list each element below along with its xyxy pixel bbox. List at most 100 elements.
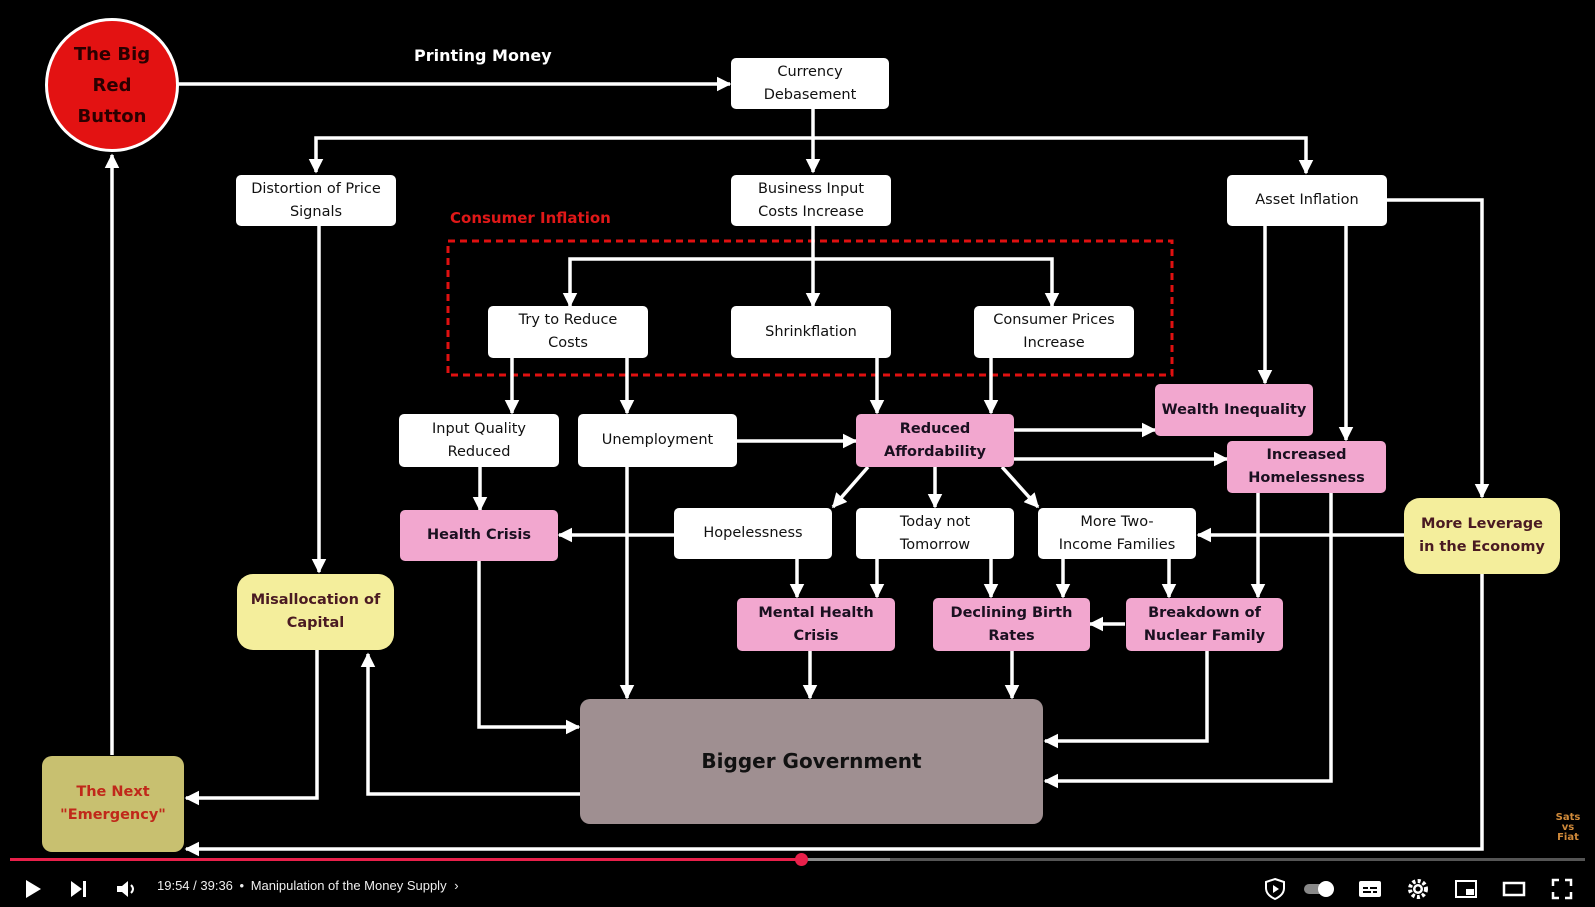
shield-play-icon [1265, 877, 1285, 901]
volume-button[interactable] [112, 874, 142, 904]
consumer-inflation-dashed-box [446, 239, 1174, 377]
arrow-misallocation-to-emergency [184, 650, 319, 806]
arrow-health-to-government [477, 561, 581, 735]
arrow-split-to-try-reduce [562, 257, 813, 308]
arrow-affordability-to-hopelessness [831, 465, 870, 509]
node-line: Costs Increase [758, 203, 864, 220]
node-line: "Emergency" [60, 807, 166, 823]
node-line: Reduced [447, 443, 511, 460]
node-line: Misallocation of [250, 592, 381, 608]
unemployment-node: Unemployment [578, 414, 737, 467]
theater-mode-button[interactable] [1498, 874, 1530, 904]
node-line: Input Quality [432, 420, 526, 437]
node-line: Today not [899, 513, 971, 530]
next-button[interactable] [64, 874, 94, 904]
watermark-line: vs [1561, 822, 1575, 833]
node-line: Tomorrow [899, 536, 971, 553]
next-emergency-node: The Next "Emergency" [42, 756, 184, 852]
time-display: 19:54 / 39:36 [157, 878, 233, 893]
node-line: Distortion of Price [251, 180, 381, 197]
watermark-line: Fiat [1557, 832, 1579, 843]
arrow-split-to-consumer-prices [813, 257, 1060, 308]
miniplayer-icon [1455, 880, 1477, 898]
node-line: Homelessness [1248, 470, 1365, 486]
arrow-family-to-government [1043, 651, 1209, 749]
node-line: More Leverage [1421, 516, 1543, 532]
node-line: Rates [988, 627, 1035, 644]
node-line: Debasement [763, 86, 857, 103]
chapter-title[interactable]: Manipulation of the Money Supply [250, 878, 447, 893]
play-button[interactable] [18, 874, 48, 904]
node-line: Affordability [884, 443, 986, 460]
node-line: More Two- [1080, 513, 1154, 530]
playback-info: 19:54 / 39:36 • Manipulation of the Mone… [157, 878, 459, 893]
node-line: Capital [286, 615, 345, 631]
sponsor-block-button[interactable] [1259, 874, 1291, 904]
bigger-government-node: Bigger Government [580, 699, 1043, 824]
shrinkflation-node: Shrinkflation [731, 306, 891, 358]
node-line: Business Input [757, 180, 865, 197]
node-line: The Big [73, 43, 151, 65]
time-separator: • [239, 878, 245, 893]
skip-next-icon [71, 881, 86, 897]
arrow-asset-to-leverage [1387, 198, 1490, 499]
subtitles-icon [1359, 881, 1381, 897]
node-line: Increase [1023, 335, 1085, 351]
node-line: in the Economy [1419, 539, 1545, 555]
node-line: Bigger Government [701, 749, 922, 773]
arrow-leverage-to-emergency [184, 574, 1484, 857]
more-two-income-families-node: More Two- Income Families [1038, 508, 1196, 559]
arrow-split-to-asset [813, 136, 1314, 175]
theater-icon [1502, 881, 1526, 897]
arrow-affordability-to-two-income [1000, 465, 1040, 509]
video-player-controls: 19:54 / 39:36 • Manipulation of the Mone… [0, 848, 1595, 907]
node-line: Button [77, 105, 147, 127]
more-leverage-node: More Leverage in the Economy [1404, 498, 1560, 574]
autoplay-toggle[interactable] [1302, 874, 1338, 904]
subtitles-button[interactable] [1354, 874, 1386, 904]
printing-money-label: Printing Money [414, 46, 552, 65]
node-line: Breakdown of [1148, 604, 1261, 621]
fullscreen-icon [1551, 878, 1573, 900]
node-line: Mental Health [758, 604, 874, 621]
play-icon [26, 880, 41, 898]
wealth-inequality-node: Wealth Inequality [1155, 384, 1313, 436]
settings-button[interactable] [1402, 874, 1434, 904]
node-line: Hopelessness [703, 525, 803, 541]
node-line: Try to Reduce [518, 312, 618, 328]
consumer-inflation-label: Consumer Inflation [450, 209, 611, 227]
node-line: Wealth Inequality [1161, 401, 1307, 418]
arrow-homelessness-to-government [1043, 493, 1333, 789]
chevron-right-icon[interactable]: › [454, 878, 459, 893]
progress-played [10, 858, 801, 861]
node-line: Increased [1266, 447, 1347, 463]
watermark-line: Sats [1555, 812, 1581, 823]
asset-inflation-node: Asset Inflation [1227, 175, 1387, 226]
node-line: Health Crisis [426, 527, 532, 543]
gear-icon [1408, 879, 1428, 899]
node-line: The Next [76, 784, 150, 800]
miniplayer-button[interactable] [1450, 874, 1482, 904]
health-crisis-node: Health Crisis [400, 510, 558, 561]
fullscreen-button[interactable] [1546, 874, 1578, 904]
node-line: Costs [548, 335, 588, 351]
node-line: Reduced [899, 420, 971, 437]
node-line: Consumer Prices [993, 312, 1115, 328]
toggle-icon [1304, 881, 1334, 897]
node-line: Declining Birth [950, 604, 1073, 621]
scrubber-handle[interactable] [795, 853, 808, 866]
node-line: Income Families [1058, 536, 1176, 553]
arrow-government-to-misallocation [360, 652, 581, 796]
